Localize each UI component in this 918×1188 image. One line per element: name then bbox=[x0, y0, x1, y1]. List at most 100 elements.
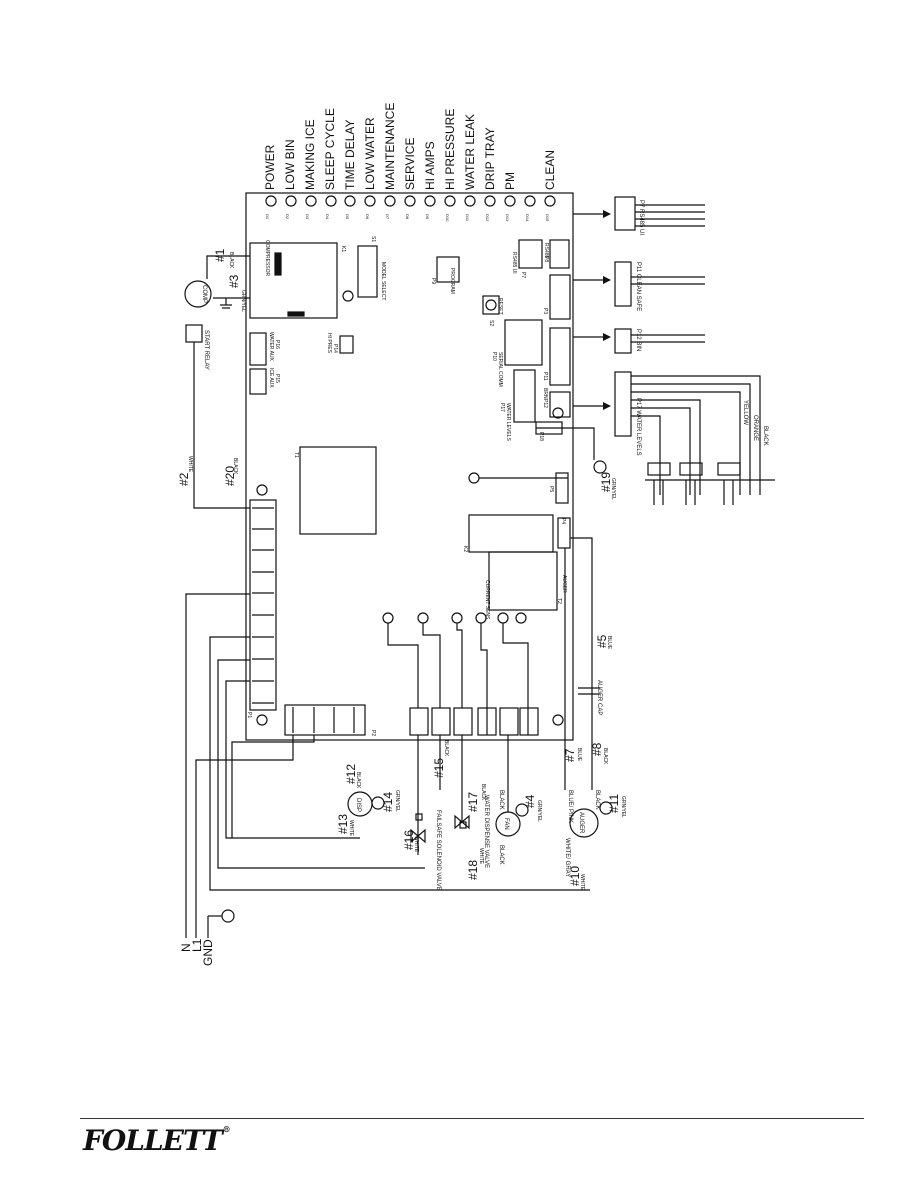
svg-text:WATER LEVELS: WATER LEVELS bbox=[505, 403, 511, 441]
svg-text:P3: P3 bbox=[542, 308, 548, 314]
connector-p11 bbox=[614, 261, 632, 307]
svg-text:K2: K2 bbox=[462, 546, 468, 552]
svg-text:P1: P1 bbox=[246, 712, 252, 718]
svg-text:BLACK: BLACK bbox=[602, 748, 608, 765]
svg-text:P10: P10 bbox=[491, 352, 497, 361]
indicator-label: LOW BIN bbox=[283, 139, 297, 190]
svg-text:T2: T2 bbox=[556, 598, 562, 604]
svg-text:#3: #3 bbox=[227, 274, 241, 288]
svg-text:#15: #15 bbox=[432, 758, 446, 778]
svg-text:BLUE/ PINK: BLUE/ PINK bbox=[567, 790, 573, 823]
relay-k2 bbox=[468, 514, 554, 553]
svg-text:RS485 UI: RS485 UI bbox=[511, 252, 517, 274]
compressor-motor bbox=[184, 280, 212, 308]
terminal-strip-p1 bbox=[249, 499, 277, 711]
failsafe-solenoid-icon bbox=[410, 828, 426, 844]
svg-text:HI PRES: HI PRES bbox=[326, 333, 332, 354]
water-wire-black: BLACK bbox=[762, 426, 768, 446]
svg-text:T1: T1 bbox=[293, 452, 299, 458]
svg-text:D9: D9 bbox=[425, 214, 430, 220]
svg-text:AUGER CAP: AUGER CAP bbox=[596, 680, 602, 715]
svg-text:P12 BIN: P12 BIN bbox=[635, 329, 641, 351]
svg-text:WHITE: WHITE bbox=[348, 820, 354, 837]
svg-text:GRN/YEL: GRN/YEL bbox=[610, 478, 616, 500]
svg-text:BLACK: BLACK bbox=[443, 740, 449, 757]
svg-text:BLACK: BLACK bbox=[480, 784, 486, 801]
svg-text:P17: P17 bbox=[499, 403, 505, 412]
svg-text:P12: P12 bbox=[542, 399, 548, 408]
svg-text:P5: P5 bbox=[548, 486, 554, 492]
svg-text:D12: D12 bbox=[485, 214, 490, 222]
svg-text:BRN: BRN bbox=[542, 388, 548, 399]
indicator-label: DRIP TRAY bbox=[483, 127, 497, 190]
svg-text:#1: #1 bbox=[213, 248, 227, 262]
svg-text:#17: #17 bbox=[466, 792, 480, 812]
footer-rule bbox=[80, 1118, 864, 1119]
terminal-strip-p2 bbox=[284, 704, 366, 736]
svg-text:BLACK: BLACK bbox=[232, 458, 238, 475]
indicator-label: PM bbox=[503, 172, 517, 190]
svg-text:#5: #5 bbox=[595, 634, 609, 648]
svg-text:D2: D2 bbox=[285, 214, 290, 220]
svg-text:WHITE: WHITE bbox=[187, 456, 193, 473]
svg-text:#4: #4 bbox=[523, 794, 537, 808]
serial-comm-connector bbox=[504, 319, 543, 366]
svg-text:D1: D1 bbox=[265, 214, 270, 220]
svg-text:S2: S2 bbox=[488, 320, 494, 326]
svg-text:D4: D4 bbox=[325, 214, 330, 220]
svg-text:D7: D7 bbox=[385, 214, 390, 220]
svg-text:P18: P18 bbox=[538, 432, 544, 441]
svg-text:D5: D5 bbox=[345, 214, 350, 220]
svg-text:#13: #13 bbox=[336, 814, 350, 834]
svg-text:WHITE: WHITE bbox=[413, 836, 419, 853]
svg-text:AUGER: AUGER bbox=[561, 575, 567, 593]
svg-text:#10: #10 bbox=[568, 866, 582, 886]
indicator-label: CLEAN bbox=[543, 150, 557, 190]
indicator-label: MAINTENANCE bbox=[383, 103, 397, 190]
svg-text:S1: S1 bbox=[370, 236, 376, 242]
svg-text:DISP: DISP bbox=[355, 798, 361, 812]
indicator-label: SLEEP CYCLE bbox=[323, 108, 337, 190]
svg-text:GRN/YEL: GRN/YEL bbox=[536, 800, 542, 822]
svg-text:BLUE: BLUE bbox=[606, 636, 612, 650]
svg-text:WATER AUX: WATER AUX bbox=[268, 332, 274, 362]
svg-text:COMPRESSOR: COMPRESSOR bbox=[264, 240, 270, 277]
program-header bbox=[436, 256, 460, 283]
svg-text:WHITE: WHITE bbox=[478, 848, 484, 865]
svg-text:P15: P15 bbox=[274, 374, 280, 383]
svg-text:PROGRAM: PROGRAM bbox=[449, 268, 455, 294]
start-relay bbox=[185, 324, 203, 343]
indicator-label: MAKING ICE bbox=[303, 119, 317, 190]
fan-motor bbox=[495, 811, 521, 837]
svg-text:P9: P9 bbox=[430, 278, 436, 284]
connector-p7 bbox=[614, 196, 636, 231]
brand-logo: FOLLETT® bbox=[83, 1124, 231, 1157]
svg-text:P14: P14 bbox=[332, 344, 338, 353]
svg-text:P16: P16 bbox=[274, 340, 280, 349]
transformer-t1 bbox=[299, 446, 377, 535]
svg-text:D10: D10 bbox=[445, 214, 450, 222]
svg-text:P11: P11 bbox=[542, 372, 548, 381]
svg-text:D8: D8 bbox=[405, 214, 410, 220]
svg-text:WHITE/ GRAY: WHITE/ GRAY bbox=[564, 838, 570, 877]
indicator-label: TIME DELAY bbox=[343, 120, 357, 190]
svg-text:CURRENT SENS: CURRENT SENS bbox=[484, 580, 490, 620]
svg-text:COMP: COMP bbox=[201, 285, 207, 303]
water-wire-yellow: YELLOW bbox=[742, 400, 748, 425]
indicator-label: WATER LEAK bbox=[463, 114, 477, 190]
indicator-label: SERVICE bbox=[403, 138, 417, 190]
svg-text:D3: D3 bbox=[305, 214, 310, 220]
svg-text:#11: #11 bbox=[607, 794, 621, 813]
svg-text:#2: #2 bbox=[177, 472, 191, 486]
indicator-label: POWER bbox=[263, 144, 277, 190]
svg-text:K1: K1 bbox=[340, 246, 346, 252]
svg-text:P8: P8 bbox=[543, 256, 549, 262]
svg-text:D14: D14 bbox=[525, 214, 530, 222]
svg-text:D11: D11 bbox=[465, 214, 470, 222]
svg-text:WATER DISPENSE VALVE: WATER DISPENSE VALVE bbox=[483, 795, 489, 868]
svg-text:P7 RS485 UI: P7 RS485 UI bbox=[638, 200, 644, 235]
svg-text:START RELAY: START RELAY bbox=[203, 330, 209, 370]
svg-text:#19: #19 bbox=[599, 472, 613, 492]
svg-text:MODEL SELECT: MODEL SELECT bbox=[380, 262, 386, 300]
reset-button bbox=[485, 299, 497, 311]
